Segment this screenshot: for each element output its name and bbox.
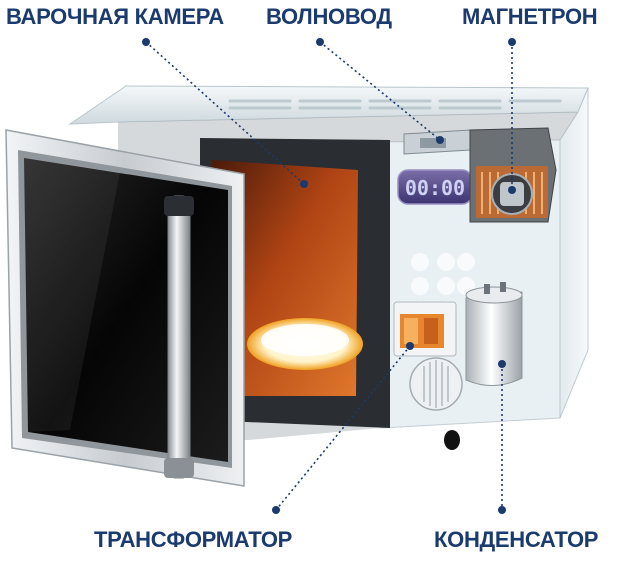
cabinet-foot <box>444 430 460 450</box>
label-transformer: ТРАНСФОРМАТОР <box>94 527 293 552</box>
door-handle <box>164 195 194 479</box>
timer-knob <box>409 357 463 411</box>
cabinet-vent-slots <box>228 99 562 110</box>
transformer-component <box>393 301 457 357</box>
leader-line-waveguide <box>319 41 441 141</box>
waveguide-opening <box>420 138 446 148</box>
leader-line-transformer <box>275 345 411 511</box>
label-magnetron: МАГНЕТРОН <box>462 4 598 29</box>
label-waveguide: ВОЛНОВОД <box>266 4 392 29</box>
magnetron-component <box>469 127 557 223</box>
label-capacitor: КОНДЕНСАТОР <box>434 527 599 552</box>
capacitor-component <box>465 282 523 386</box>
leader-lines <box>145 41 513 511</box>
label-cooking-chamber: ВАРОЧНАЯ КАМЕРА <box>6 4 224 29</box>
cabinet-side <box>559 87 589 419</box>
door <box>5 129 245 487</box>
leader-dots <box>142 38 516 514</box>
leader-line-chamber <box>145 41 305 185</box>
display-time: 00:00 <box>405 176 465 200</box>
